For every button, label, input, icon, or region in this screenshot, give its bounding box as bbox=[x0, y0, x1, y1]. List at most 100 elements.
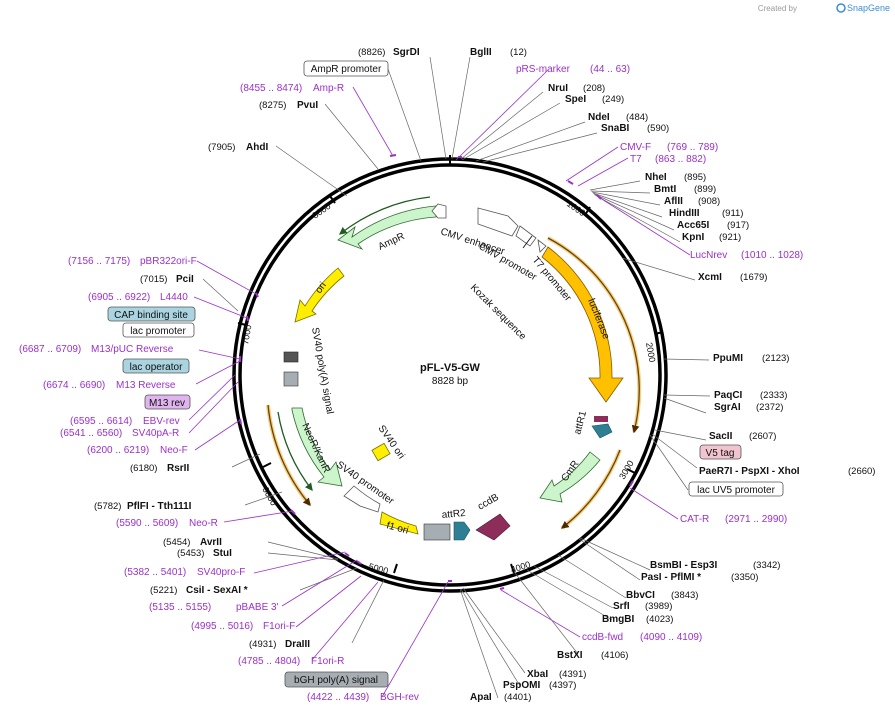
site-xbai: XbaI (4391) bbox=[527, 669, 586, 680]
site-name: SacII bbox=[709, 431, 733, 442]
site-pos: (3350) bbox=[731, 572, 758, 583]
site-pos: (895) bbox=[684, 172, 706, 183]
primer-name: F1ori-F bbox=[263, 621, 295, 632]
site-nhei: NheI(895) bbox=[645, 172, 706, 183]
site-pos: (2123) bbox=[762, 353, 789, 364]
site-name: SnaBI bbox=[601, 123, 630, 134]
site-name: XbaI bbox=[527, 669, 548, 680]
ampr-promoter-box: AmpR promoter bbox=[303, 60, 389, 77]
site-draiii: (4931)DraIII bbox=[249, 639, 310, 650]
kozak-label: Kozak sequence bbox=[468, 282, 528, 342]
site-ndei: NdeI(484) bbox=[588, 112, 648, 123]
site-name: PpuMI bbox=[713, 353, 743, 364]
primer-range: (2971 .. 2990) bbox=[725, 514, 787, 525]
site-name: SgrAI bbox=[714, 402, 741, 413]
site-ppumi: PpuMI (2123) bbox=[713, 353, 789, 364]
site-pos: (2372) bbox=[756, 402, 783, 413]
site-hindiii: HindIII(911) bbox=[669, 208, 743, 219]
site-pvui: (8275)PvuI bbox=[259, 100, 318, 111]
site-name: PflFI - Tth111I bbox=[127, 501, 192, 512]
primer-range: (4422 .. 4439) bbox=[307, 692, 369, 703]
plasmid-name: pFL-V5-GW bbox=[420, 362, 480, 374]
primer-name: ccdB-fwd bbox=[582, 632, 623, 643]
snapgene-logo-icon bbox=[836, 3, 846, 13]
site-pos: (2607) bbox=[749, 431, 776, 442]
site-stui: (5453)StuI bbox=[177, 548, 232, 559]
t7-promoter-feature bbox=[537, 239, 547, 253]
neor-feature bbox=[291, 407, 343, 487]
primer-ebv-rev: (6595 .. 6614)EBV-rev bbox=[70, 416, 180, 427]
primer-name: SV40pA-R bbox=[132, 428, 179, 439]
primer-f1ori-f: (4995 .. 5016)F1ori-F bbox=[191, 621, 295, 632]
primer-marks bbox=[239, 154, 634, 590]
kozak-pointer bbox=[522, 235, 533, 249]
site-pos: (3342) bbox=[753, 560, 780, 571]
sv40-ori-feature bbox=[371, 442, 391, 462]
primer-cmv-f: CMV-F(769 .. 789) bbox=[620, 142, 718, 153]
site-pos: (2660) bbox=[848, 466, 875, 477]
primer-range: (7156 .. 7175) bbox=[68, 256, 130, 267]
site-spei: SpeI(249) bbox=[565, 94, 624, 105]
sv40-polya-label: SV40 poly(A) signal bbox=[309, 327, 335, 415]
tick-label-7000: 7000 bbox=[240, 324, 253, 345]
primer-name: CAT-R bbox=[680, 514, 709, 525]
ampr-feature bbox=[337, 205, 437, 250]
primer-sv40pa-r: (6541 .. 6560) SV40pA-R bbox=[60, 428, 179, 439]
ccdb-label: ccdB bbox=[476, 492, 501, 513]
site-name: KpnI bbox=[682, 232, 704, 243]
site-paqci: PaqCI(2333) bbox=[714, 390, 787, 401]
primer-leader-lines bbox=[188, 69, 691, 698]
site-pos: (12) bbox=[510, 47, 527, 58]
site-srfi: SrfI(3989) bbox=[613, 601, 672, 612]
site-bglii: BglII(12) bbox=[470, 47, 527, 58]
tick-label-2000: 2000 bbox=[644, 342, 657, 363]
ori-feature bbox=[294, 267, 345, 323]
primer-f1ori-r: (4785 .. 4804)F1ori-R bbox=[238, 656, 344, 667]
tick-marks bbox=[237, 155, 664, 574]
primer-name: Amp-R bbox=[313, 83, 344, 94]
neor-orf-arrow bbox=[277, 411, 313, 492]
site-name: RsrII bbox=[167, 463, 189, 474]
primer-range: (8455 .. 8474) bbox=[240, 83, 302, 94]
lac-operator-box: lac operator bbox=[122, 358, 190, 374]
primer-amp-r: (8455 .. 8474) Amp-R bbox=[240, 83, 344, 94]
plasmid-length: 8828 bp bbox=[432, 376, 469, 387]
attr1-label: attR1 bbox=[572, 409, 589, 435]
primer-name: LucNrev bbox=[690, 250, 727, 261]
primer-range: (863 .. 882) bbox=[655, 154, 706, 165]
primer-ccdb-fwd: ccdB-fwd(4090 .. 4109) bbox=[582, 632, 702, 643]
site-pos: (899) bbox=[694, 184, 716, 195]
primer-neo-r: (5590 .. 5609)Neo-R bbox=[116, 518, 218, 529]
primer-name: SV40pro-F bbox=[197, 567, 245, 578]
primer-name: BGH-rev bbox=[380, 692, 419, 703]
primer-m13-puc-reverse: (6687 .. 6709)M13/pUC Reverse bbox=[19, 344, 174, 355]
primer-range: (6541 .. 6560) bbox=[60, 428, 122, 439]
site-bsmbi-esp3i: BsmBI - Esp3I (3342) bbox=[650, 560, 780, 571]
site-name: BsmBI - Esp3I bbox=[650, 560, 717, 571]
site-kpni: KpnI(921) bbox=[682, 232, 741, 243]
site-pos: (4391) bbox=[559, 669, 586, 680]
primer-neo-f: (6200 .. 6219)Neo-F bbox=[87, 445, 188, 456]
ampr-label: AmpR bbox=[377, 231, 407, 253]
v5-tag-box: V5 tag bbox=[699, 444, 742, 460]
site-pos: (1679) bbox=[740, 272, 767, 283]
site-xcmi: XcmI(1679) bbox=[698, 272, 767, 283]
site-name: BstXI bbox=[557, 650, 583, 661]
site-pos: (8275) bbox=[259, 100, 286, 111]
site-pos: (208) bbox=[583, 83, 605, 94]
site-pos: (484) bbox=[626, 112, 648, 123]
primer-range: (44 .. 63) bbox=[590, 64, 630, 75]
ampr-promoter-text: AmpR promoter bbox=[311, 64, 382, 75]
sv40-polya-box bbox=[283, 371, 299, 387]
site-pos: (4401) bbox=[504, 692, 531, 703]
primer-range: (5382 .. 5401) bbox=[124, 567, 186, 578]
site-csii-sexai: (5221)CsiI - SexAI * bbox=[150, 585, 248, 596]
primer-range: (1010 .. 1028) bbox=[741, 250, 803, 261]
site-pasi-pflmi: PasI - PflMI *(3350) bbox=[641, 572, 758, 583]
site-bstxi: BstXI(4106) bbox=[557, 650, 628, 661]
site-name: PaqCI bbox=[714, 390, 743, 401]
site-avrii: (5454)AvrII bbox=[163, 537, 222, 548]
site-apai: ApaI(4401) bbox=[470, 692, 531, 703]
